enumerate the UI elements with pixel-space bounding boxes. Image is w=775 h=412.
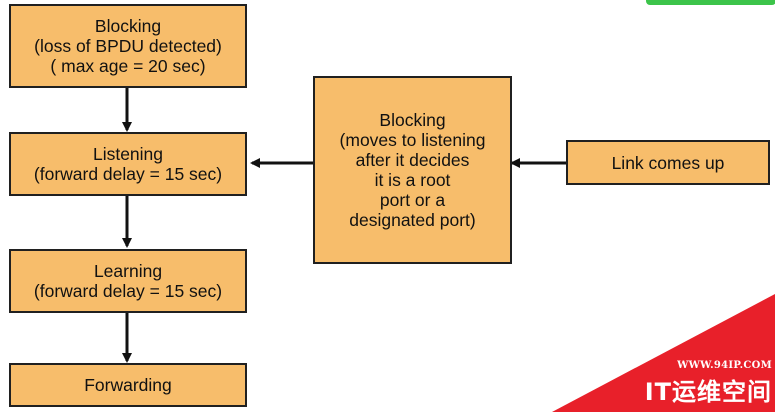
- node-text-line: Blocking: [94, 16, 162, 36]
- node-text-line: Blocking: [379, 110, 446, 130]
- node-listening: Listening (forward delay = 15 sec): [9, 132, 247, 196]
- node-text-line: (moves to listening: [339, 130, 486, 150]
- node-learning: Learning (forward delay = 15 sec): [9, 249, 247, 313]
- node-blocking-link: Blocking (moves to listening after it de…: [313, 76, 512, 264]
- watermark-url: WWW.94IP.COM: [677, 360, 772, 371]
- node-forwarding: Forwarding: [9, 363, 247, 407]
- watermark-name: IT运维空间: [644, 378, 772, 406]
- node-text-line: ( max age = 20 sec): [50, 56, 206, 76]
- node-text-line: it is a root: [374, 170, 451, 190]
- node-text-line: port or a: [379, 190, 446, 210]
- node-text-line: Listening: [92, 144, 164, 164]
- node-text-line: Link comes up: [611, 152, 725, 173]
- node-blocking-initial: Blocking (loss of BPDU detected) ( max a…: [9, 4, 247, 88]
- node-text-line: (forward delay = 15 sec): [33, 281, 223, 301]
- node-link-up: Link comes up: [566, 140, 770, 185]
- node-text-line: after it decides: [355, 150, 470, 170]
- node-text-line: Learning: [93, 261, 163, 281]
- node-text-line: (loss of BPDU detected): [34, 36, 222, 56]
- top-green-tab: [646, 0, 775, 5]
- node-text-line: designated port): [349, 210, 476, 230]
- node-text-line: Forwarding: [84, 375, 172, 395]
- node-text-line: (forward delay = 15 sec): [33, 164, 223, 184]
